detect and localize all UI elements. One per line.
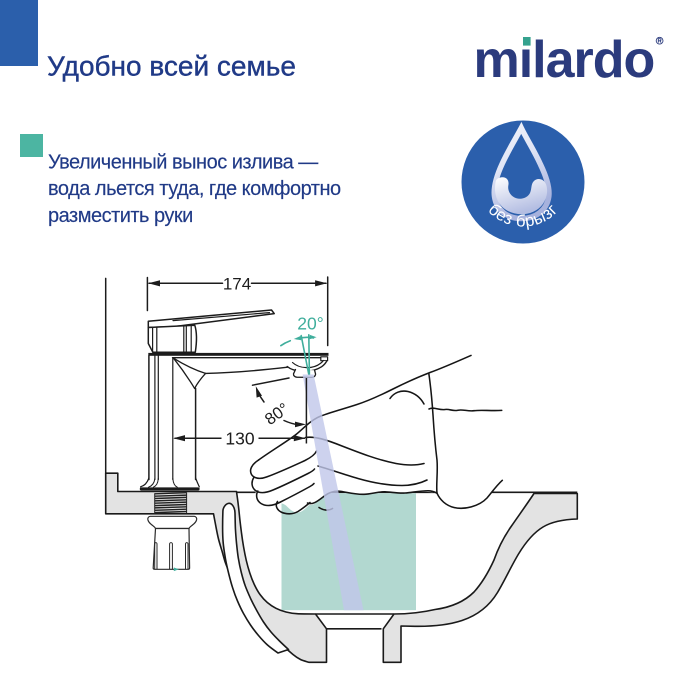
svg-text:130: 130 [225, 428, 254, 448]
svg-text:Удобно всей семье: Удобно всей семье [47, 51, 296, 82]
svg-text:20°: 20° [297, 313, 323, 333]
svg-text:174: 174 [223, 274, 251, 293]
svg-text:вода льется туда, где комфортн: вода льется туда, где комфортно [48, 178, 341, 200]
svg-text:80°: 80° [262, 400, 293, 429]
svg-text:milardo: milardo [474, 31, 655, 89]
svg-text:Увеличенный вынос излива —: Увеличенный вынос излива — [48, 151, 318, 173]
svg-text:разместить руки: разместить руки [48, 205, 193, 227]
